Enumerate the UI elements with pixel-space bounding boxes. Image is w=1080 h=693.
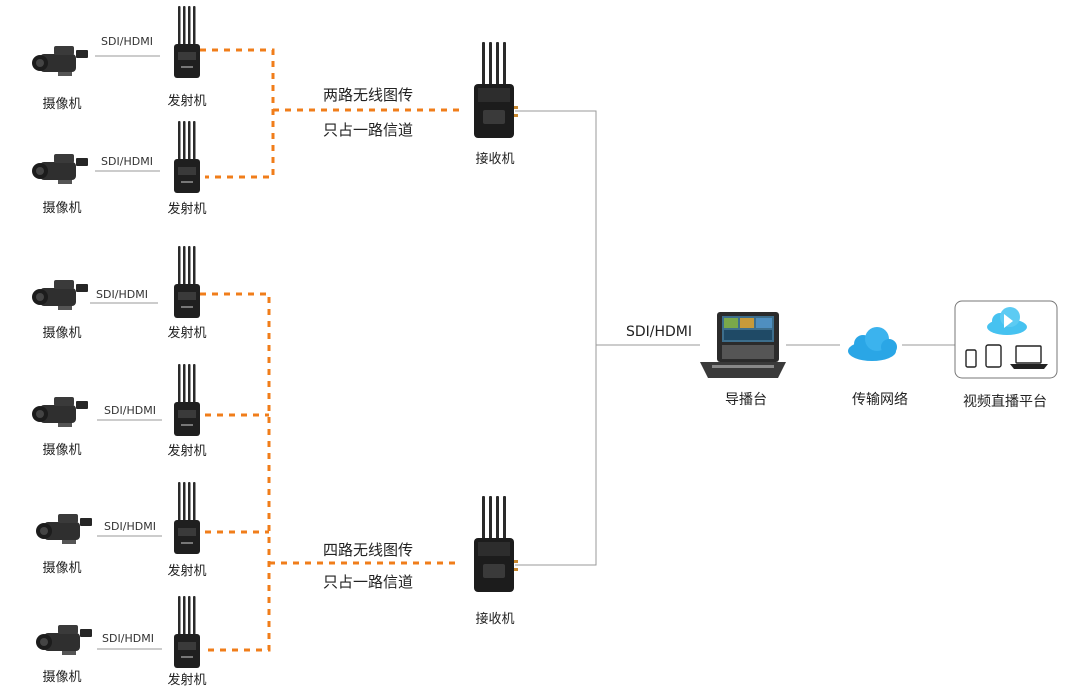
camera-label: 摄像机	[42, 561, 82, 576]
group-1-subtitle: 只占一路信道	[323, 121, 414, 139]
receiver-label: 接收机	[475, 612, 515, 627]
laptop-base	[1010, 364, 1048, 369]
switcher-label: 导播台	[725, 392, 767, 408]
transmitter-icon	[174, 6, 200, 78]
camera-label: 摄像机	[42, 97, 82, 112]
link-label: SDI/HDMI	[104, 520, 156, 533]
wireless-link-group-2	[200, 292, 271, 652]
switcher-link-label: SDI/HDMI	[625, 324, 693, 340]
link-label: SDI/HDMI	[101, 155, 153, 168]
platform-icon	[954, 300, 1058, 379]
cloud-icon	[848, 327, 897, 361]
switcher-icon	[700, 312, 786, 378]
laptop-icon	[1015, 345, 1042, 364]
camera-links	[90, 55, 162, 650]
camera-icons	[32, 46, 92, 655]
camera-icon	[32, 397, 88, 427]
transmitter-icon	[174, 246, 200, 318]
transmitter-label: 发射机	[167, 326, 207, 341]
camera-icon	[36, 514, 92, 544]
camera-icon	[32, 154, 88, 184]
link-label: SDI/HDMI	[104, 404, 156, 417]
camera-label: 摄像机	[42, 326, 82, 341]
camera-icon	[32, 46, 88, 76]
receiver-bus-line	[515, 110, 597, 566]
camera-icon	[32, 280, 88, 310]
link-label: SDI/HDMI	[102, 632, 154, 645]
transmitter-label: 发射机	[167, 94, 207, 109]
link-label: SDI/HDMI	[101, 35, 153, 48]
network-label: 传输网络	[852, 392, 908, 408]
transmitter-label: 发射机	[167, 673, 207, 688]
camera-label: 摄像机	[42, 670, 82, 685]
transmitter-icon	[174, 364, 200, 436]
transmitter-label: 发射机	[167, 444, 207, 459]
group-1-title: 两路无线图传	[323, 86, 414, 104]
receiver-label: 接收机	[475, 152, 515, 167]
camera-icon	[36, 625, 92, 655]
camera-label: 摄像机	[42, 443, 82, 458]
receiver-icon	[474, 496, 518, 592]
phone-icon	[965, 349, 977, 368]
platform-label: 视频直播平台	[963, 394, 1047, 410]
wired-links	[515, 110, 955, 566]
transmitter-label: 发射机	[167, 202, 207, 217]
transmitter-icon	[174, 596, 200, 668]
receiver-icons	[474, 42, 518, 592]
link-label: SDI/HDMI	[96, 288, 148, 301]
transmitter-label: 发射机	[167, 564, 207, 579]
tablet-icon	[985, 344, 1002, 368]
receiver-icon	[474, 42, 518, 138]
wireless-links	[200, 48, 460, 652]
camera-label: 摄像机	[42, 201, 82, 216]
wireless-link-group-1	[200, 48, 275, 179]
transmitter-icon	[174, 121, 200, 193]
transmitter-icon	[174, 482, 200, 554]
group-2-subtitle: 只占一路信道	[323, 573, 414, 591]
play-cloud-icon	[987, 307, 1027, 335]
group-2-title: 四路无线图传	[323, 541, 414, 559]
transmitter-icons	[174, 6, 200, 668]
